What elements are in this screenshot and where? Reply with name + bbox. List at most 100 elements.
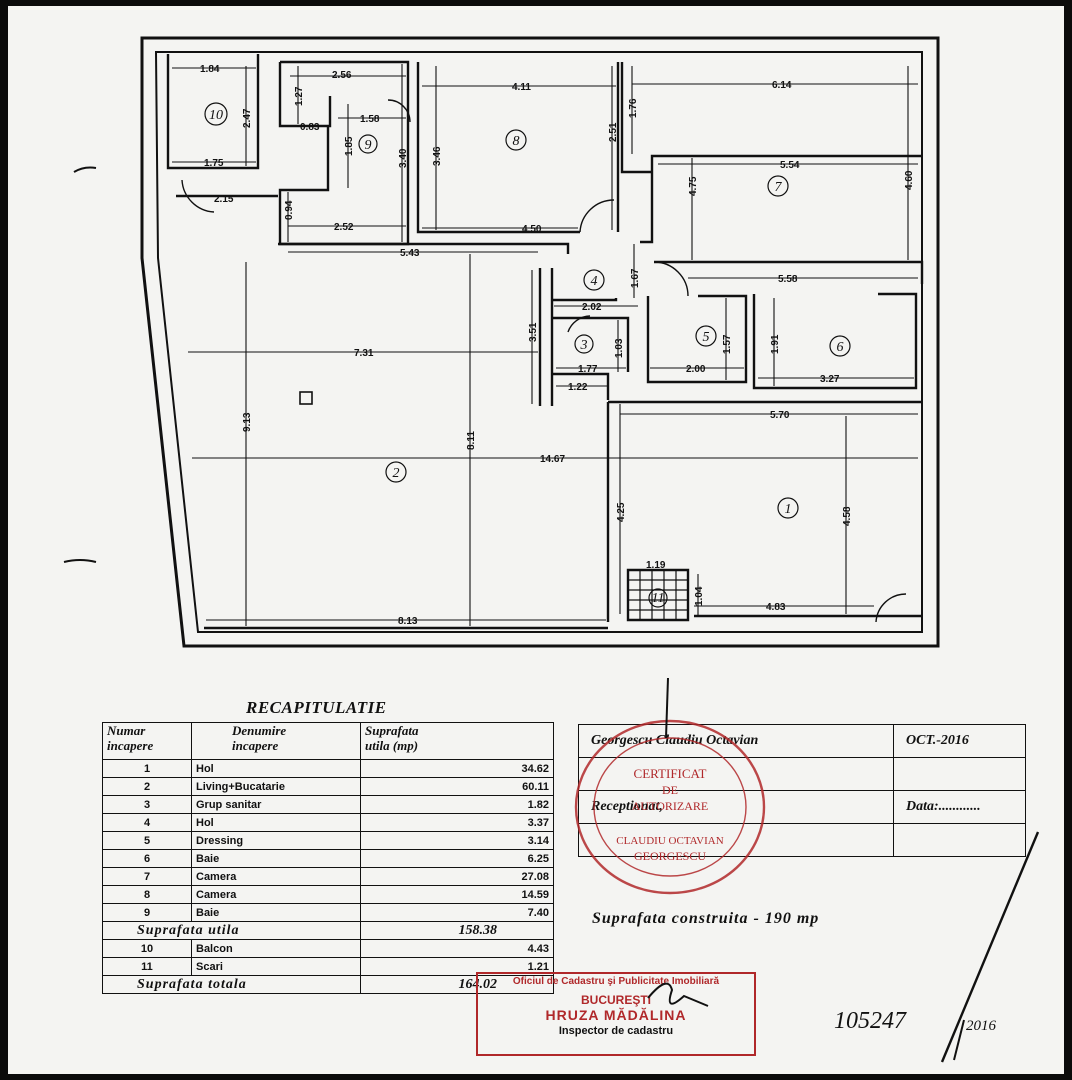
dim-label: 7.31: [354, 348, 374, 359]
dimension-labels: 1.84 2.47 1.75 2.15 2.56 1.27 0.83 1.58 …: [200, 64, 915, 627]
dim-label: 4.11: [512, 82, 531, 93]
cell-name: Baie: [191, 849, 361, 868]
room-marker-8: 8: [505, 129, 527, 151]
dim-label: 1.19: [646, 560, 666, 571]
stamp-city: BUCUREŞTI: [580, 993, 651, 1007]
dim-label: 1.58: [360, 114, 380, 125]
outer-walls: [140, 36, 940, 648]
dim-label: 1.67: [630, 268, 641, 288]
column-marker: [299, 391, 313, 405]
cell-name: Scari: [191, 957, 361, 976]
recap-header-row: Numar incapere Denumire incapere Suprafa…: [102, 722, 554, 760]
authorization-seal: CERTIFICAT DE AUTORIZARE CLAUDIU OCTAVIA…: [574, 719, 766, 895]
cell-area: 14.59: [360, 885, 554, 904]
cell-area: 7.40: [360, 903, 554, 922]
cell-no: 7: [102, 867, 192, 886]
room-marker-9: 9: [358, 134, 378, 154]
room-numbers: 1 2 3 4 5 6 7 8 9 10 11: [204, 102, 851, 608]
cell-no: 1: [102, 759, 192, 778]
dim-label: 1.57: [722, 334, 733, 354]
dim-label: 1.75: [204, 158, 224, 169]
empty-cell: [578, 757, 894, 791]
dim-label: 6.14: [772, 80, 792, 91]
cell-name: Hol: [191, 813, 361, 832]
useful-area-row: Suprafata utila 158.38: [102, 921, 554, 940]
dim-label: 1.85: [344, 136, 355, 156]
svg-text:7: 7: [775, 180, 783, 195]
floor-plan: 1.84 2.47 1.75 2.15 2.56 1.27 0.83 1.58 …: [63, 36, 940, 648]
dim-label: 5.43: [400, 248, 420, 259]
cadastre-stamp: Oficiul de Cadastru şi Publicitate Imobi…: [476, 972, 756, 1056]
room-marker-4: 4: [583, 269, 605, 291]
dim-label: 2.52: [334, 222, 354, 233]
cell-no: 8: [102, 885, 192, 904]
dim-label: 2.02: [582, 302, 602, 313]
cell-area: 3.37: [360, 813, 554, 832]
header-room-name: Denumire incapere: [191, 722, 361, 760]
useful-area-label: Suprafata utila: [102, 921, 361, 940]
dim-label: 2.15: [214, 194, 234, 205]
room-marker-6: 6: [829, 335, 851, 357]
built-area: Suprafata construita - 190 mp: [592, 910, 820, 927]
svg-text:2: 2: [393, 466, 400, 481]
cell-name: Camera: [191, 867, 361, 886]
dim-label: 1.27: [294, 86, 305, 106]
cell-no: 2: [102, 777, 192, 796]
header-room-no: Numar incapere: [102, 722, 192, 760]
cell-area: 27.08: [360, 867, 554, 886]
room-marker-2: 2: [385, 461, 407, 483]
dim-label: 1.22: [568, 382, 588, 393]
date-label: Data:............: [893, 790, 1026, 824]
dimension-lines: [172, 64, 918, 626]
total-area-label: Suprafata totala: [102, 975, 361, 994]
dim-label: 2.51: [608, 122, 619, 142]
dim-label: 1.91: [770, 334, 781, 354]
room-marker-10: 10: [204, 102, 228, 126]
dim-label: 5.54: [780, 160, 800, 171]
dim-label: 14.67: [540, 454, 565, 465]
dim-label: 4.50: [522, 224, 542, 235]
dim-label: 5.70: [770, 410, 790, 421]
cell-no: 6: [102, 849, 192, 868]
dim-label: 4.83: [766, 602, 786, 613]
dim-label: 0.94: [284, 200, 295, 220]
svg-text:9: 9: [365, 138, 372, 153]
cell-name: Baie: [191, 903, 361, 922]
registration-year: 2016: [966, 1018, 996, 1034]
cell-area: 34.62: [360, 759, 554, 778]
dim-label: 1.77: [578, 364, 598, 375]
svg-text:1: 1: [785, 502, 792, 517]
registration-slash: [940, 831, 1040, 1063]
dim-label: 2.56: [332, 70, 352, 81]
stairs: [628, 570, 688, 620]
room-marker-1: 1: [777, 497, 799, 519]
svg-text:8: 8: [513, 134, 520, 149]
dim-label: 4.25: [616, 502, 627, 522]
empty-cell: [578, 823, 894, 857]
dim-label: 3.46: [432, 146, 443, 166]
cell-no: 11: [102, 957, 192, 976]
dim-label: 1.04: [694, 586, 705, 606]
received-label: Receptionat,: [578, 790, 894, 824]
cell-no: 5: [102, 831, 192, 850]
stamp-inspector-role: Inspector de cadastru: [558, 1025, 674, 1037]
cell-name: Grup sanitar: [191, 795, 361, 814]
dim-label: 4.60: [904, 170, 915, 190]
dim-label: 1.03: [614, 338, 625, 358]
dim-label: 4.75: [688, 176, 699, 196]
registration-number: 105247: [834, 1008, 906, 1034]
interior-walls: [166, 54, 924, 630]
cell-name: Balcon: [191, 939, 361, 958]
empty-cell: [893, 823, 1026, 857]
dim-label: 1.84: [200, 64, 220, 75]
dim-label: 2.00: [686, 364, 706, 375]
svg-text:10: 10: [209, 108, 223, 123]
seal-line: AUTORIZARE: [632, 799, 708, 813]
seal-line: CLAUDIU OCTAVIAN: [616, 835, 723, 847]
svg-text:3: 3: [580, 338, 588, 353]
dim-label: 3.51: [528, 322, 539, 342]
